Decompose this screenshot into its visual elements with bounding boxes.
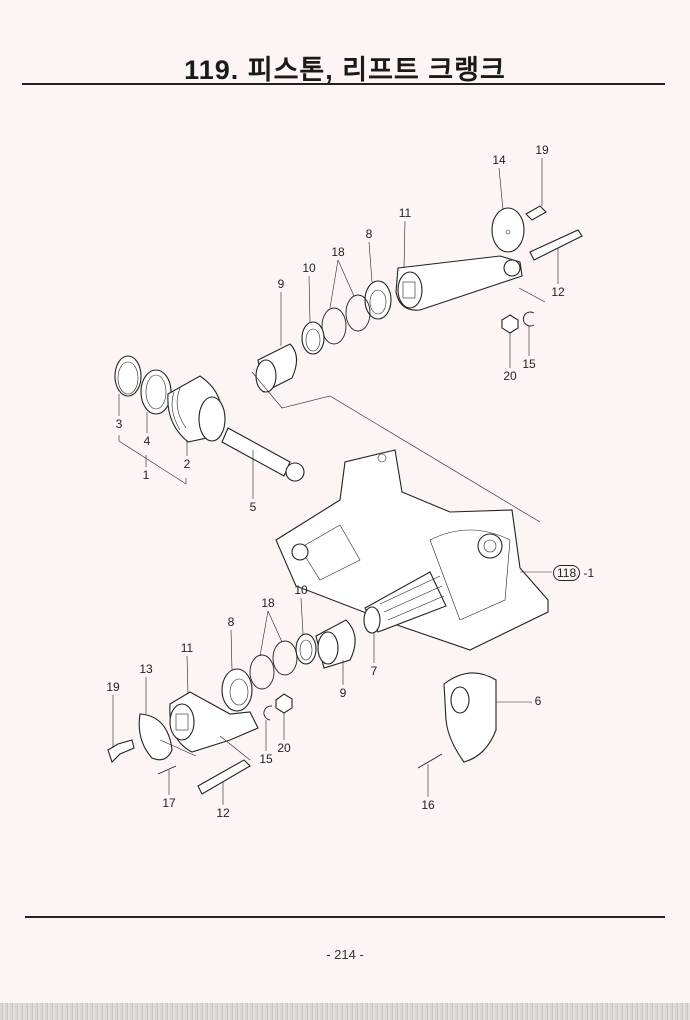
- part-118-housing: [275, 449, 552, 651]
- page-title: 119. 피스톤, 리프트 크랭크: [184, 55, 506, 85]
- callout-7: 7: [370, 664, 378, 678]
- callout-4: 4: [143, 434, 151, 448]
- part-8-seal-lower: [221, 668, 253, 712]
- group-number-circle: 118: [553, 565, 581, 581]
- page-number: - 214 -: [326, 947, 364, 962]
- callout-18: 18: [331, 245, 345, 259]
- callout-2: 2: [183, 457, 191, 471]
- part-4-ring: [140, 369, 172, 415]
- callout-11-lower: 11: [180, 641, 194, 655]
- part-20-nut: [501, 314, 519, 334]
- callout-8: 8: [365, 227, 373, 241]
- part-19-bolt-lower: [107, 739, 135, 764]
- lower-crank-assembly: [107, 619, 532, 795]
- callout-12: 12: [551, 285, 565, 299]
- callout-19: 19: [535, 143, 549, 157]
- part-12-pin: [529, 229, 583, 261]
- part-16-pin: [417, 753, 443, 769]
- callout-12-lower: 12: [216, 806, 230, 820]
- part-18-oring-lower-2: [249, 654, 275, 690]
- part-18-oring: [345, 294, 371, 332]
- upper-crank-assembly: [251, 205, 583, 523]
- part-10-ring-lower: [295, 633, 317, 665]
- callout-20: 20: [503, 369, 517, 383]
- part-18-oring-lower: [272, 640, 298, 676]
- callout-10: 10: [302, 261, 316, 275]
- part-10-ring: [301, 321, 325, 355]
- part-5-rod: [221, 427, 291, 477]
- callout-3: 3: [115, 417, 123, 431]
- callout-9: 9: [277, 277, 285, 291]
- part-20-nut-lower: [275, 693, 293, 714]
- scan-edge: [0, 1003, 690, 1020]
- part-13-plate-lower: [138, 713, 173, 761]
- footer-divider: [25, 916, 665, 918]
- part-8-seal: [364, 280, 392, 320]
- group-reference-118: 118 -1: [553, 565, 594, 581]
- callout-14: 14: [492, 153, 506, 167]
- part-6-arm: [443, 672, 497, 763]
- callout-10-lower: 10: [294, 583, 308, 597]
- part-15-washer-lower: [263, 705, 273, 721]
- callout-6: 6: [534, 694, 542, 708]
- part-19-bolt: [525, 205, 547, 221]
- group-suffix: -1: [583, 566, 595, 580]
- callout-15: 15: [522, 357, 536, 371]
- callout-20-lower: 20: [277, 741, 291, 755]
- callout-8-lower: 8: [227, 615, 235, 629]
- callout-9-lower: 9: [339, 686, 347, 700]
- part-17-pin: [157, 765, 177, 775]
- callout-15-lower: 15: [259, 752, 273, 766]
- piston-assembly: [114, 355, 305, 485]
- header-divider: [22, 83, 665, 85]
- leader-lines: [112, 158, 559, 805]
- callout-19-lower: 19: [106, 680, 120, 694]
- part-18-oring-2: [321, 307, 347, 345]
- callout-1: 1: [142, 468, 150, 482]
- part-11-crank-arm: [395, 255, 523, 311]
- callout-11: 11: [398, 206, 412, 220]
- callout-16: 16: [421, 798, 435, 812]
- callout-18-lower: 18: [261, 596, 275, 610]
- part-15-washer: [522, 311, 535, 327]
- callout-5: 5: [249, 500, 257, 514]
- callout-17: 17: [162, 796, 176, 810]
- callout-13: 13: [139, 662, 153, 676]
- part-12-pin-lower: [197, 759, 251, 795]
